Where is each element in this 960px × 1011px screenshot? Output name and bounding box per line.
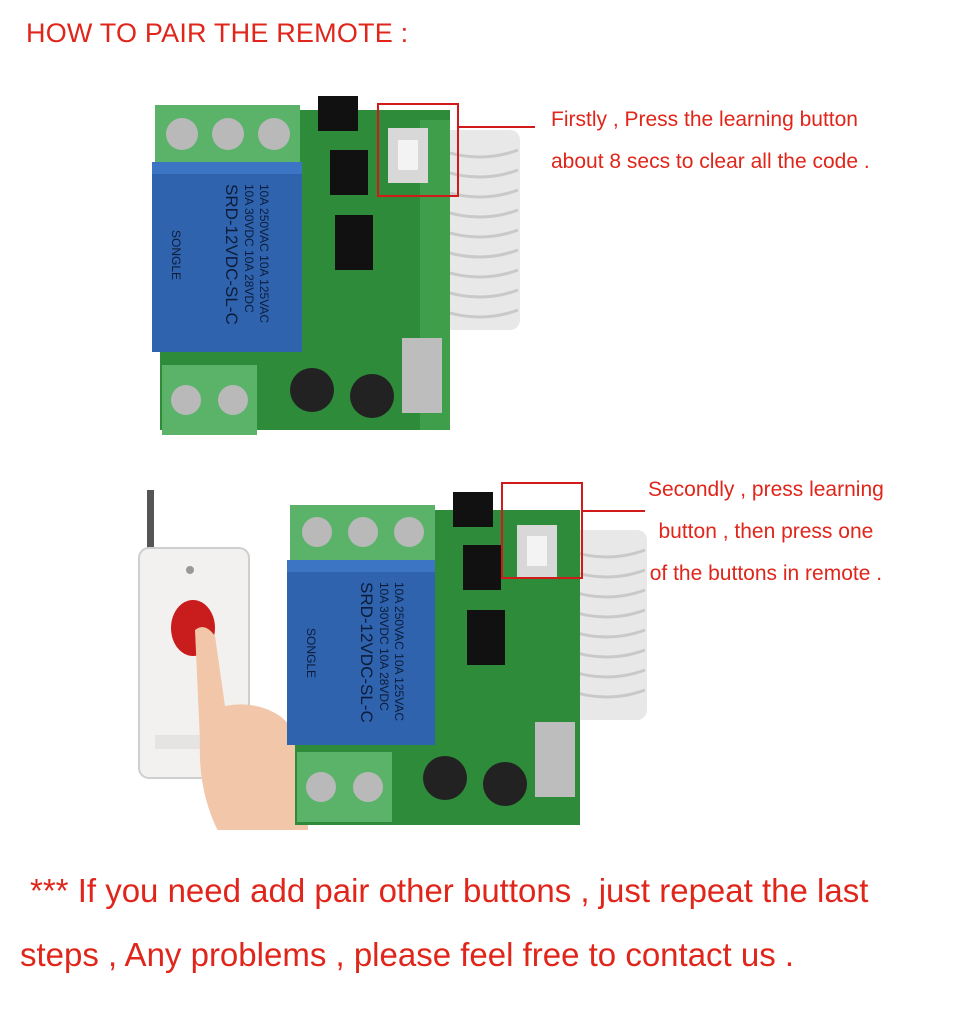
chip xyxy=(467,610,505,665)
pairing-scene-step2: 10A 250VAC 10A 125VAC 10A 30VDC 10A 28VD… xyxy=(138,490,647,830)
terminal-block-top xyxy=(155,105,300,165)
learning-button-highlight-2 xyxy=(501,482,583,579)
receiver-board-step1: 10A 250VAC 10A 125VAC 10A 30VDC 10A 28VD… xyxy=(152,96,520,435)
relay-spec-line1: 10A 250VAC 10A 125VAC xyxy=(392,582,406,721)
chip xyxy=(463,545,501,590)
capacitor xyxy=(483,762,527,806)
footer-line-1: *** If you need add pair other buttons ,… xyxy=(30,872,869,909)
relay-spec-line2: 10A 30VDC 10A 28VDC xyxy=(242,184,256,313)
footer-line-2: steps , Any problems , please feel free … xyxy=(20,936,795,973)
crystal xyxy=(402,338,442,413)
step2-line: of the buttons in remote . xyxy=(649,562,883,585)
step2-line: Secondly , press learning xyxy=(648,478,884,501)
relay-spec-line1: 10A 250VAC 10A 125VAC xyxy=(257,184,271,323)
remote-antenna xyxy=(147,490,154,556)
terminal-block-bottom xyxy=(162,365,257,435)
page-title: HOW TO PAIR THE REMOTE : xyxy=(26,18,409,48)
step1-instructions: Firstly , Press the learning button abou… xyxy=(551,99,870,183)
learning-button-highlight-1 xyxy=(377,103,459,197)
antenna-coil xyxy=(565,530,647,720)
jumper xyxy=(318,96,358,131)
learning-button xyxy=(517,525,557,577)
learning-button xyxy=(388,128,428,183)
relay-brand: SONGLE xyxy=(304,628,318,678)
step2-line: button , then press one xyxy=(658,520,874,543)
crystal xyxy=(535,722,575,797)
chip xyxy=(335,215,373,270)
terminal-block-top xyxy=(290,505,435,563)
callout-leader-2 xyxy=(583,510,645,512)
capacitor xyxy=(350,374,394,418)
terminal-block-bottom xyxy=(297,752,392,822)
pressing-hand xyxy=(195,627,308,830)
capacitor xyxy=(423,756,467,800)
callout-leader-1 xyxy=(459,126,535,128)
relay-brand: SONGLE xyxy=(169,230,183,280)
relay-spec-line2: 10A 30VDC 10A 28VDC xyxy=(377,582,391,711)
chip xyxy=(330,150,368,195)
step1-line: Firstly , Press the learning button xyxy=(551,108,858,131)
capacitor xyxy=(290,368,334,412)
relay-model: SRD-12VDC-SL-C xyxy=(222,184,241,325)
relay xyxy=(287,560,435,745)
relay xyxy=(152,162,302,352)
step1-line: about 8 secs to clear all the code . xyxy=(551,150,870,173)
relay-model: SRD-12VDC-SL-C xyxy=(357,582,376,723)
step2-instructions: Secondly , press learning button , then … xyxy=(648,469,884,595)
jumper xyxy=(453,492,493,527)
